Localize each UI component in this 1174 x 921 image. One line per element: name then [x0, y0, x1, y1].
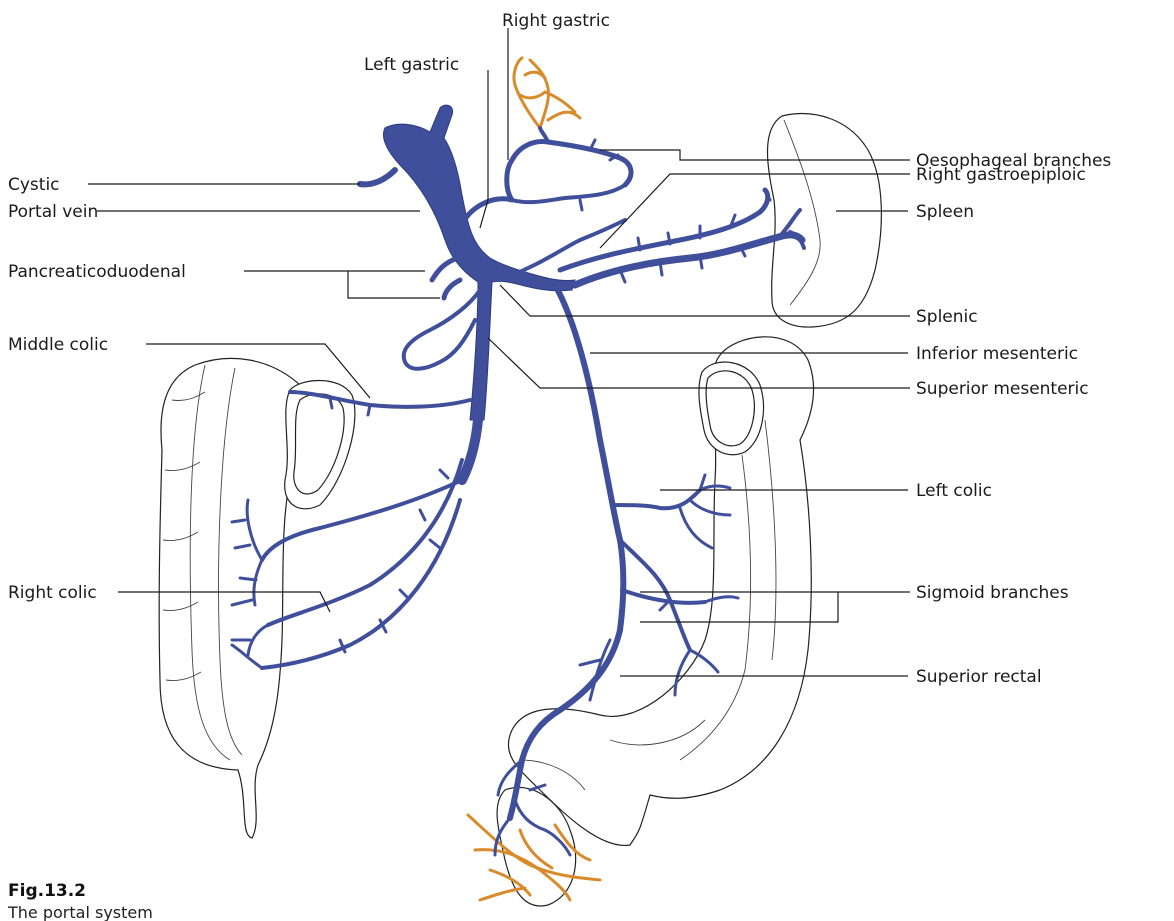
superior-mesenteric-vein [404, 290, 480, 480]
cystic-vein [360, 170, 395, 184]
label-pancreaticoduodenal: Pancreaticoduodenal [8, 262, 186, 282]
left-gastric-vein [460, 160, 625, 228]
label-left-gastric: Left gastric [364, 55, 459, 75]
label-superior-rectal: Superior rectal [916, 667, 1042, 687]
portal-vein-trunk [383, 105, 575, 420]
label-sigmoid-branches: Sigmoid branches [916, 583, 1069, 603]
oesophageal-anastomosis [514, 58, 580, 128]
label-cystic: Cystic [8, 175, 60, 195]
left-colic-vein [612, 475, 730, 548]
label-superior-mesenteric: Superior mesenteric [916, 379, 1089, 399]
label-middle-colic: Middle colic [8, 335, 108, 355]
ascending-colon [159, 358, 355, 838]
pancreaticoduodenal-veins [432, 258, 460, 298]
label-splenic: Splenic [916, 307, 978, 327]
label-right-gastroepiploic: Right gastroepiploic [916, 165, 1086, 185]
figure-number: Fig.13.2 [8, 881, 86, 901]
label-left-colic: Left colic [916, 481, 992, 501]
spleen-outline [768, 114, 882, 327]
label-portal-vein: Portal vein [8, 202, 98, 222]
label-spleen: Spleen [916, 202, 974, 222]
figure-caption: The portal system [7, 903, 153, 921]
label-right-gastric: Right gastric [502, 11, 610, 31]
label-right-colic: Right colic [8, 583, 97, 603]
label-inferior-mesenteric: Inferior mesenteric [916, 344, 1078, 364]
splenic-vein [560, 190, 804, 285]
